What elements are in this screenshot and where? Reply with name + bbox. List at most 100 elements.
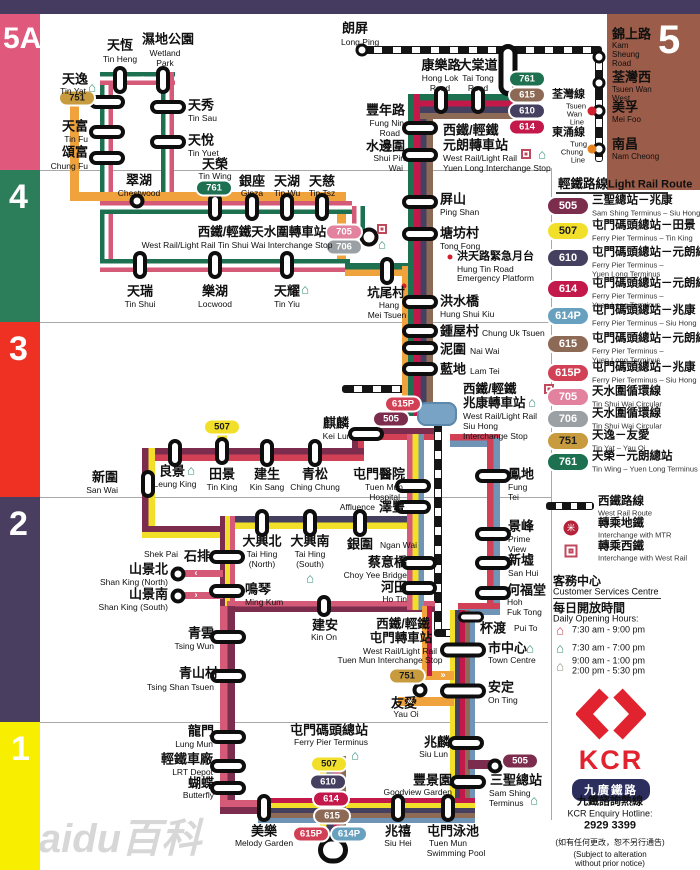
- butterfly-en: Butterfly: [182, 789, 214, 800]
- kcr-wordmark: KCR: [578, 745, 644, 775]
- pui-to-zh: 杯渡: [480, 620, 507, 636]
- station-tsuen-wan-west: [592, 76, 606, 90]
- tin-yiu-en: Tin Yiu: [274, 298, 300, 309]
- chung-uk-tsuen-en: Chung Uk Tsuen: [482, 327, 545, 338]
- tin-king-en: Tin King: [206, 481, 238, 492]
- tm-interchange-en1: West Rail/Light Rail: [362, 645, 438, 656]
- hoh-fuk-tong-en1: Hoh: [507, 596, 523, 607]
- prime-view-en1: Prime: [508, 533, 531, 544]
- kcr-notice-zh: (如有任何更改，恕不另行通告): [555, 838, 665, 847]
- chestwood-zh: 翠湖: [125, 172, 153, 188]
- choy-yee-bridge-zh: 蔡意橋: [367, 554, 407, 570]
- station-tsing-shan-tsuen: [210, 669, 246, 683]
- station-goodview-garden: [450, 775, 486, 789]
- mei-foo-zh: 美孚: [612, 99, 639, 115]
- station-ferry-pier-terminus: [318, 836, 348, 864]
- tung-chung-line-en1: Tung: [570, 139, 587, 149]
- station-hong-lok-road: [434, 86, 448, 114]
- station-ching-chung: [308, 439, 322, 467]
- tm-pool-en1: Tuen Mun: [429, 837, 467, 848]
- station-kei-lun: [348, 427, 384, 441]
- house-icon: ⌂: [538, 146, 546, 162]
- tm-interchange-en2: Tuen Mun Interchange Stop: [337, 654, 443, 665]
- legend-route-en-615: Yuen Long Terminus: [592, 355, 661, 365]
- station-sam-shing: [487, 758, 503, 774]
- station-kin-on: [317, 595, 331, 617]
- arrow: «: [407, 695, 413, 706]
- station-tuen-mun-swimming-pool: [441, 794, 455, 822]
- legend-route-zh-505: 三聖總站－兆康: [592, 194, 673, 207]
- station-tin-fu: [89, 125, 125, 139]
- shan-king-south-en: Shan King (South): [98, 601, 168, 612]
- station-hang-mei-tsuen: [380, 257, 394, 285]
- locwood-zh: 樂湖: [201, 283, 229, 299]
- tin-shui-en: Tin Shui: [124, 298, 156, 309]
- legend-route-en-610: Yuen Long Terminus: [592, 269, 661, 279]
- tuen-mun-hospital-zh: 屯門醫院: [352, 466, 405, 482]
- tin-yuet-en: Tin Yuet: [188, 147, 219, 158]
- mtr-line-icon: [587, 144, 597, 154]
- long-ping-en: Long Ping: [341, 36, 380, 47]
- san-wai-en: San Wai: [86, 484, 118, 495]
- station-chung-fu: [89, 151, 125, 165]
- siu-hei-en: Siu Hei: [384, 837, 412, 848]
- legend-route-zh-751: 天逸－友愛: [592, 429, 650, 442]
- lam-tei-en: Lam Tei: [470, 365, 500, 376]
- zone-band-4: [0, 170, 40, 322]
- legend-title-en: Light Rail Route: [608, 178, 693, 191]
- tuen-mun-hospital-en1: Tuen Mun: [365, 481, 403, 492]
- route-badge-761: 761: [510, 72, 544, 86]
- station-butterfly: [210, 781, 246, 795]
- zone-label-4: 4: [9, 178, 28, 216]
- station-tai-hing-north: [255, 509, 269, 537]
- station-tai-tong-road: [471, 86, 485, 114]
- chung-fu-en: Chung Fu: [50, 160, 88, 171]
- route-line: [183, 592, 223, 599]
- house-icon: ⌂: [187, 462, 195, 478]
- kam-sheung-road-zh: 錦上路: [612, 26, 652, 42]
- tin-yat-zh: 天逸: [61, 71, 88, 87]
- arrow: ‹: [194, 567, 198, 578]
- kcr-phone: 2929 3399: [584, 819, 636, 832]
- route-line: [222, 516, 418, 529]
- tung-chung-line-zh: 東涌線: [552, 126, 585, 139]
- kcr-chinese-name: 九廣鐵路: [572, 779, 650, 801]
- station-tong-fong: [402, 227, 438, 241]
- zone-label-5a: 5A: [3, 22, 42, 55]
- legend-badge-705: 705: [548, 389, 588, 405]
- station-fung-nin-road: [402, 121, 438, 135]
- legend-route-zh-507: 屯門碼頭總站－田景: [592, 219, 696, 232]
- emergency-zh: 洪天路緊急月台: [457, 250, 534, 263]
- route-line: [227, 601, 435, 612]
- arrow: «: [202, 600, 208, 611]
- leung-king-en: Leung King: [153, 478, 197, 489]
- customer-underline: [553, 598, 661, 599]
- tin-fu-zh: 天富: [61, 118, 88, 134]
- hong-lok-road-zh: 康樂路: [421, 57, 461, 73]
- tai-hing-south-zh: 大興南: [290, 533, 330, 549]
- route-line: [422, 606, 432, 676]
- hung-shui-kiu-en: Hung Shui Kiu: [440, 308, 495, 319]
- nam-cheong-zh: 南昌: [612, 136, 639, 152]
- station-tai-hing-south: [303, 509, 317, 537]
- legend-route-en-705: Tin Shui Wai Circular: [592, 399, 662, 409]
- station-tin-king: [215, 437, 229, 465]
- house-icon: ⌂: [306, 570, 314, 586]
- legend-badge-751: 751: [548, 433, 588, 449]
- siu-hei-zh: 兆禧: [384, 823, 412, 839]
- route-badge-615: 615: [510, 88, 544, 102]
- legend-badge-761: 761: [548, 454, 588, 470]
- kei-lun-en: Kei Lun: [322, 430, 352, 441]
- house-icon: ⌂: [556, 658, 564, 674]
- chung-uk-tsuen-zh: 鍾屋村: [440, 323, 480, 339]
- red-dot-icon: [447, 254, 453, 260]
- tsing-wun-en: Tsing Wun: [174, 640, 214, 651]
- tai-tong-road-zh: 大棠道: [458, 57, 498, 73]
- legend-badge-507: 507: [548, 223, 588, 239]
- tai-tong-road-en1: Tai Tong: [462, 72, 494, 83]
- long-ping-zh: 朗屏: [342, 20, 369, 36]
- station-chung-uk-tsuen: [402, 324, 438, 338]
- ginza-en: Ginza: [240, 187, 264, 198]
- legend-badge-706: 706: [548, 411, 588, 427]
- tsuen-wan-line-en1: Tsuen: [565, 101, 586, 111]
